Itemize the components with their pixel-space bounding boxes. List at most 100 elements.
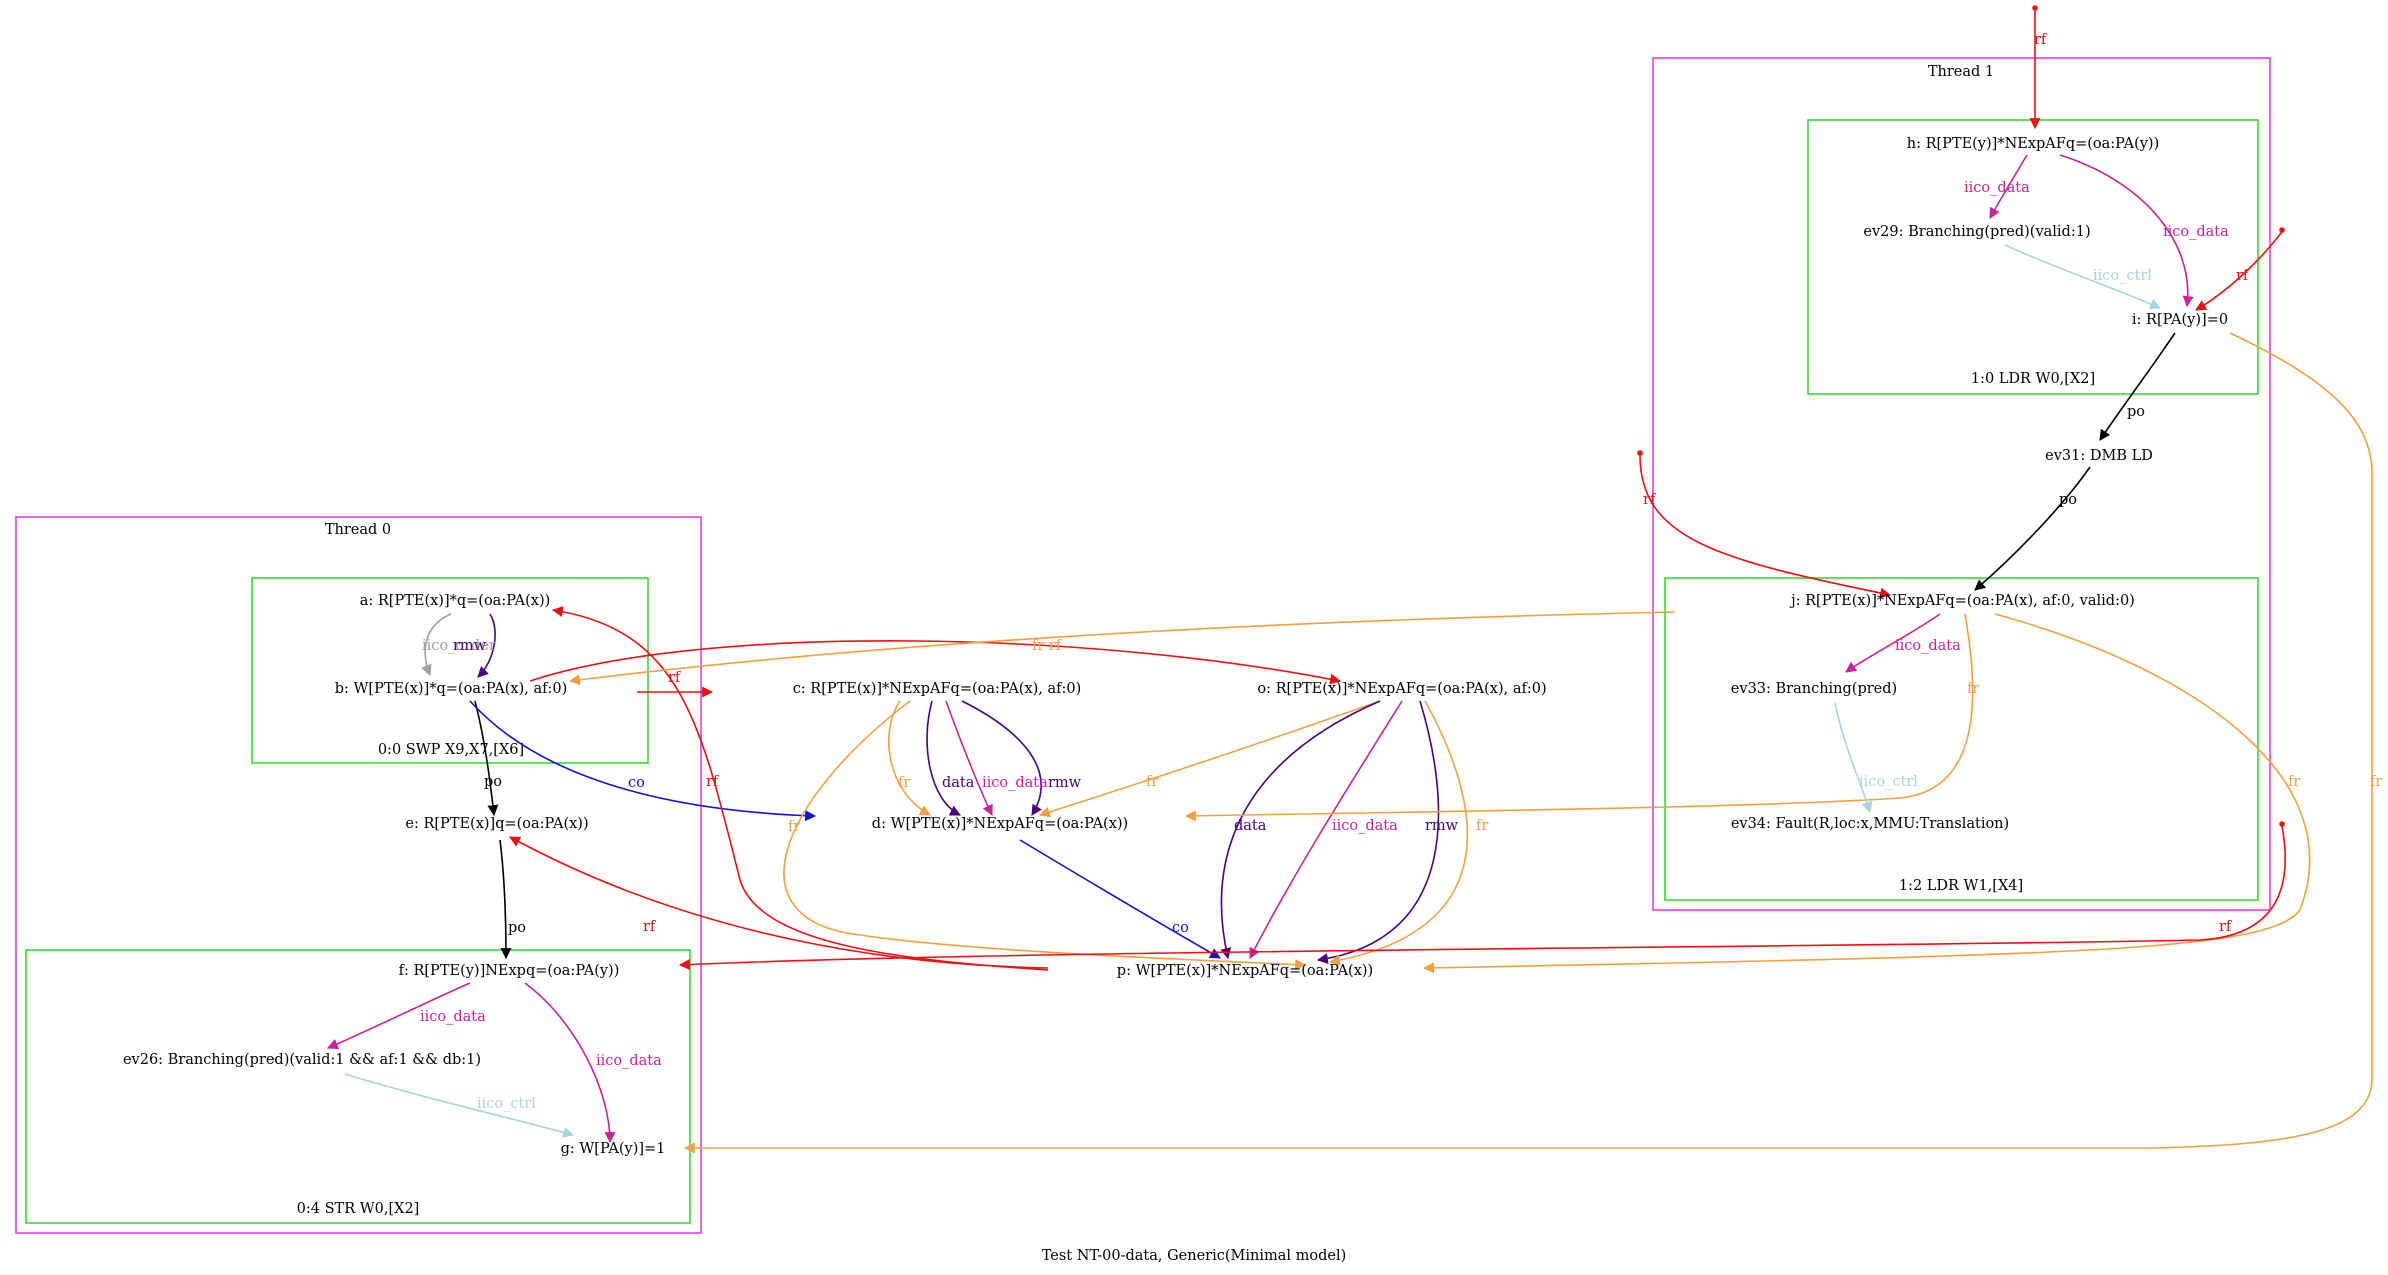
label-iico-o-p: iico_data: [1332, 818, 1398, 834]
edge-j-b-fr: [568, 611, 1676, 686]
edge-c-d-data: [926, 700, 961, 816]
edge-o-p-fr: [1328, 700, 1469, 966]
node-ev33[interactable]: ev33: Branching(pred): [1731, 681, 1897, 697]
label-iico-c-d: iico_data: [982, 775, 1048, 791]
label-fr-o-p: fr: [1476, 818, 1488, 834]
edge-h-ev29-iico: [1989, 154, 2028, 219]
label-rf-init-j: rf: [1643, 492, 1657, 508]
instr-0-4-label: 0:4 STR W0,[X2]: [297, 1201, 420, 1217]
edge-b-d-co: [469, 700, 817, 822]
instr-1-2-box: [1664, 577, 2259, 901]
label-rf-init-i: rf: [2236, 268, 2250, 284]
label-co-b-d: co: [628, 775, 645, 791]
node-ev34[interactable]: ev34: Fault(R,loc:x,MMU:Translation): [1731, 816, 2009, 832]
label-iico-j-ev33: iico_data: [1895, 638, 1961, 654]
label-po-e-f: po: [508, 920, 526, 936]
node-f[interactable]: f: R[PTE(y)]NExpq=(oa:PA(y)): [399, 963, 620, 979]
edge-b-e-po: [474, 700, 499, 817]
thread0-title: Thread 0: [325, 522, 391, 538]
node-h[interactable]: h: R[PTE(y)]*NExpAFq=(oa:PA(y)): [1907, 136, 2160, 152]
edge-c-d-fr: [888, 700, 931, 816]
edge-c-d-iico: [945, 700, 993, 816]
edge-ev31-j-po: [1974, 466, 2091, 591]
label-fr-j-p: fr: [2288, 774, 2300, 790]
node-ev29[interactable]: ev29: Branching(pred)(valid:1): [1863, 224, 2090, 240]
node-o[interactable]: o: R[PTE(x)]*NExpAFq=(oa:PA(x), af:0): [1257, 681, 1546, 697]
label-iico-h-i: iico_data: [2163, 224, 2229, 240]
edges: [326, 10, 2373, 1154]
instr-0-0-box: [251, 577, 649, 764]
thread0-box: [15, 516, 702, 1234]
label-rf-p-e: rf: [643, 919, 657, 935]
instr-0-0-label: 0:0 SWP X9,X7,[X6]: [378, 742, 524, 758]
init-dot-i: [2279, 227, 2285, 233]
label-rf-p-a: rf: [706, 774, 720, 790]
init-dot-f: [2279, 821, 2285, 827]
label-po-b-e: po: [484, 774, 502, 790]
node-e[interactable]: e: R[PTE(x)]q=(oa:PA(x)): [405, 816, 588, 832]
label-rmw-a-b: rmw: [453, 638, 487, 654]
node-j[interactable]: j: R[PTE(x)]*NExpAFq=(oa:PA(x), af:0, va…: [1789, 593, 2135, 609]
label-po-i-ev31: po: [2127, 404, 2145, 420]
label-data-c-d: data: [942, 775, 975, 791]
label-rmw-o-p: rmw: [1425, 818, 1459, 834]
edge-o-p-iico: [1249, 700, 1403, 959]
edge-e-f-po: [499, 839, 512, 960]
instr-1-2-label: 1:2 LDR W1,[X4]: [1899, 878, 2023, 894]
edge-init-f-rf: [678, 825, 2286, 971]
instr-0-4-cluster: 0:4 STR W0,[X2]: [25, 949, 691, 1224]
edge-c-p-fr: [783, 700, 1307, 971]
label-fr-rf-j-b: fr rf: [1032, 638, 1063, 654]
label-rmw-c-d: rmw: [1048, 775, 1082, 791]
node-a[interactable]: a: R[PTE(x)]*q=(oa:PA(x)): [360, 593, 551, 609]
label-co-d-p: co: [1172, 920, 1189, 936]
node-ev31[interactable]: ev31: DMB LD: [2045, 448, 2153, 464]
init-points: [1637, 5, 2285, 827]
label-iico-f-ev26: iico_data: [420, 1009, 486, 1025]
edge-ev29-i-ctrl: [2004, 244, 2162, 309]
edge-init-i-rf: [2195, 231, 2283, 311]
edge-ev26-g-ctrl: [344, 1073, 575, 1138]
node-b[interactable]: b: W[PTE(x)]*q=(oa:PA(x), af:0): [335, 681, 567, 697]
edge-ev33-ev34-ctrl: [1834, 702, 1873, 814]
node-p[interactable]: p: W[PTE(x)]*NExpAFq=(oa:PA(x)): [1117, 963, 1373, 979]
label-ctrl-ev29-i: iico_ctrl: [2093, 268, 2152, 284]
instr-1-2-cluster: 1:2 LDR W1,[X4]: [1664, 577, 2259, 901]
label-rf-init-h: rf: [2034, 32, 2048, 48]
label-iico-h-ev29: iico_data: [1964, 180, 2030, 196]
label-rf-init-f: rf: [2219, 919, 2233, 935]
thread0-cluster: Thread 0: [15, 516, 702, 1234]
label-fr-j-d: fr: [1967, 681, 1979, 697]
node-g[interactable]: g: W[PA(y)]=1: [561, 1141, 666, 1157]
edge-o-p-data: [1220, 700, 1381, 960]
node-c[interactable]: c: R[PTE(x)]*NExpAFq=(oa:PA(x), af:0): [793, 681, 1082, 697]
node-ev26[interactable]: ev26: Branching(pred)(valid:1 && af:1 &&…: [123, 1052, 481, 1068]
edge-o-d-fr: [1038, 700, 1381, 818]
label-fr-c-p: fr: [788, 819, 800, 835]
edge-j-d-fr: [1184, 613, 1974, 822]
thread1-cluster: Thread 1: [1652, 57, 2271, 911]
edge-d-p-co: [1019, 839, 1221, 959]
edge-j-p-fr: [1422, 613, 2311, 974]
nodes: a: R[PTE(x)]*q=(oa:PA(x)) b: W[PTE(x)]*q…: [123, 136, 2228, 1157]
instr-1-0-label: 1:0 LDR W0,[X2]: [1971, 371, 2095, 387]
thread1-box: [1652, 57, 2271, 911]
label-ctrl-ev33-ev34: iico_ctrl: [1859, 774, 1918, 790]
label-fr-c-d: fr: [898, 775, 910, 791]
label-data-o-p: data: [1234, 818, 1267, 834]
edge-f-g-iico: [524, 982, 616, 1144]
node-i[interactable]: i: R[PA(y)]=0: [2132, 312, 2228, 328]
edge-j-ev33-iico: [1845, 613, 1941, 673]
init-dot-j: [1637, 450, 1643, 456]
edge-init-j-rf: [1639, 454, 1892, 599]
label-po-ev31-j: po: [2059, 492, 2077, 508]
label-fr-i-g: fr: [2370, 774, 2382, 790]
label-rf-b-c: rf: [668, 670, 682, 686]
label-ctrl-ev26-g: iico_ctrl: [477, 1096, 536, 1112]
edge-i-ev31-po: [2099, 332, 2176, 441]
edge-o-p-rmw: [1316, 700, 1440, 965]
node-d[interactable]: d: W[PTE(x)]*NExpAFq=(oa:PA(x)): [872, 816, 1128, 832]
instr-0-0-cluster: 0:0 SWP X9,X7,[X6]: [251, 577, 649, 764]
label-fr-o-d: fr: [1146, 774, 1158, 790]
